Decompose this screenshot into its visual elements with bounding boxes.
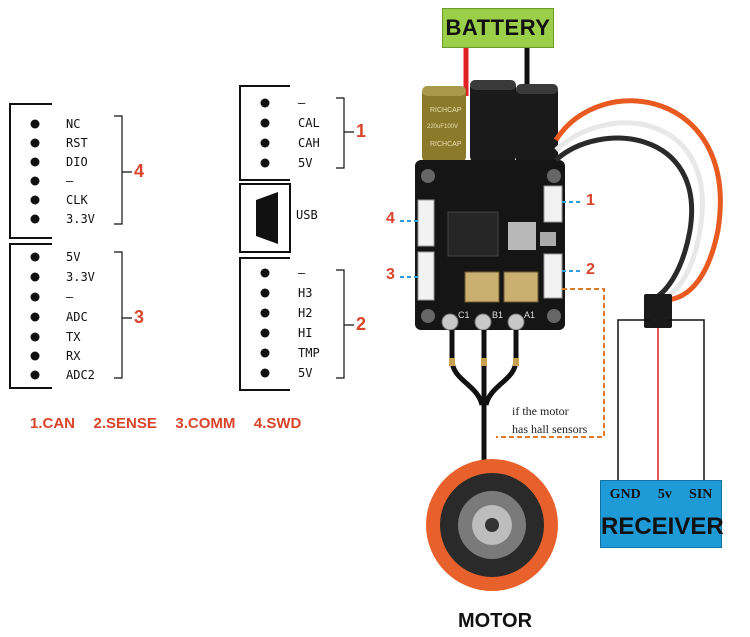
- gate-driver-chip: [508, 222, 536, 250]
- mcu-chip: [447, 211, 499, 257]
- comm-pin-2-label: 3.3V: [66, 270, 95, 284]
- capacitor-text-3: RICHCAP: [430, 141, 462, 148]
- board-port-1: [543, 185, 563, 223]
- port-link-lines: [400, 201, 582, 278]
- board-port-4-number: 4: [386, 210, 395, 227]
- motor-phase-wires: [449, 330, 519, 480]
- mounting-holes: [421, 169, 561, 323]
- receiver-pins: GND 5v SIN: [601, 487, 721, 503]
- comm-pin-3-label: –: [66, 290, 74, 304]
- swd-pin-2-label: RST: [66, 136, 88, 150]
- swd-pin-1-label: NC: [66, 117, 81, 131]
- comm-pin-1-label: 5V: [66, 250, 81, 264]
- usb-port-shape: [256, 192, 278, 244]
- sense-pin-6-label: 5V: [298, 366, 313, 380]
- can-pin-3-label: CAH: [298, 136, 320, 150]
- receiver-pin-sin: SIN: [689, 487, 713, 502]
- usb-label: USB: [296, 208, 318, 222]
- sense-number: 2: [356, 314, 367, 334]
- sense-connector-outline: [239, 257, 290, 391]
- comm-pin-5-label: TX: [66, 330, 81, 344]
- servo-plug: [644, 294, 672, 328]
- sense-bracket: [336, 269, 354, 379]
- hall-note-line-2: has hall sensors: [512, 422, 588, 436]
- board-port-4: [417, 199, 435, 247]
- receiver-pin-gnd: GND: [609, 487, 641, 502]
- swd-pin-3-label: DIO: [66, 155, 88, 169]
- swd-pin-5-label: CLK: [66, 193, 88, 207]
- comm-bracket: [114, 251, 132, 379]
- hall-sensor-note: if the motor has hall sensors: [512, 402, 587, 438]
- can-pin-4-label: 5V: [298, 156, 313, 170]
- comm-pin-dots: [30, 252, 40, 380]
- capacitor-middle: [470, 80, 516, 164]
- can-bracket: [336, 97, 354, 169]
- phase-label-b1: B1: [492, 310, 503, 320]
- board-port-2: [543, 253, 563, 299]
- can-number: 1: [356, 121, 367, 141]
- sense-pin-dots: [260, 268, 270, 378]
- signal-wire-orange: [553, 98, 723, 303]
- hall-sensor-dashed-line: [496, 288, 605, 438]
- receiver-sin-line: [666, 319, 705, 482]
- receiver-title: RECEIVER: [601, 513, 724, 540]
- capacitor-text-2: 220uF100V: [427, 124, 458, 130]
- board-port-3-number: 3: [386, 266, 395, 283]
- sense-pin-2-label: H3: [298, 286, 313, 300]
- motor-label: MOTOR: [457, 610, 533, 632]
- signal-wire-black: [554, 135, 695, 303]
- swd-pin-dots: [30, 119, 40, 224]
- signal-wire-white: [554, 120, 705, 303]
- comm-pin-4-label: ADC: [66, 310, 88, 324]
- sense-pin-1-label: –: [298, 266, 306, 280]
- board-port-2-number: 2: [586, 261, 595, 278]
- can-pin-dots: [260, 98, 270, 168]
- motor-body: [426, 459, 558, 591]
- can-pin-1-label: –: [298, 96, 306, 110]
- board-port-1-number: 1: [586, 192, 595, 209]
- comm-number: 3: [134, 307, 145, 327]
- phase-label-a1: A1: [524, 310, 535, 320]
- battery-label: BATTERY: [442, 8, 554, 48]
- swd-bracket: [114, 115, 132, 225]
- swd-number: 4: [134, 161, 145, 181]
- connector-legend: 1.CAN 2.SENSE 3.COMM 4.SWD: [30, 415, 302, 432]
- hall-note-line-1: if the motor: [512, 404, 569, 418]
- comm-pin-6-label: RX: [66, 349, 81, 363]
- sense-pin-3-label: H2: [298, 306, 313, 320]
- receiver-box: GND 5v SIN RECEIVER: [600, 480, 724, 548]
- can-pin-2-label: CAL: [298, 116, 320, 130]
- swd-pin-6-label: 3.3V: [66, 212, 95, 226]
- board-port-3: [417, 251, 435, 301]
- swd-connector-outline: [9, 103, 52, 239]
- swd-pin-4-label: –: [66, 174, 74, 188]
- receiver-pin-5v: 5v: [657, 487, 672, 502]
- usb-port-board: [540, 232, 556, 246]
- capacitor-left: [422, 86, 466, 164]
- phase-label-c1: C1: [458, 310, 470, 320]
- can-connector-outline: [239, 85, 290, 181]
- mosfet-left: [464, 271, 500, 303]
- sense-pin-5-label: TMP: [298, 346, 320, 360]
- receiver-gnd-line: [617, 319, 650, 482]
- mosfet-right: [503, 271, 539, 303]
- capacitor-text-1: RICHCAP: [430, 107, 462, 114]
- comm-pin-7-label: ADC2: [66, 368, 95, 382]
- phase-pads: [441, 313, 525, 331]
- motor-wire-tips: [449, 358, 519, 366]
- capacitor-right: [516, 84, 558, 168]
- comm-connector-outline: [9, 243, 52, 389]
- sense-pin-4-label: HI: [298, 326, 313, 340]
